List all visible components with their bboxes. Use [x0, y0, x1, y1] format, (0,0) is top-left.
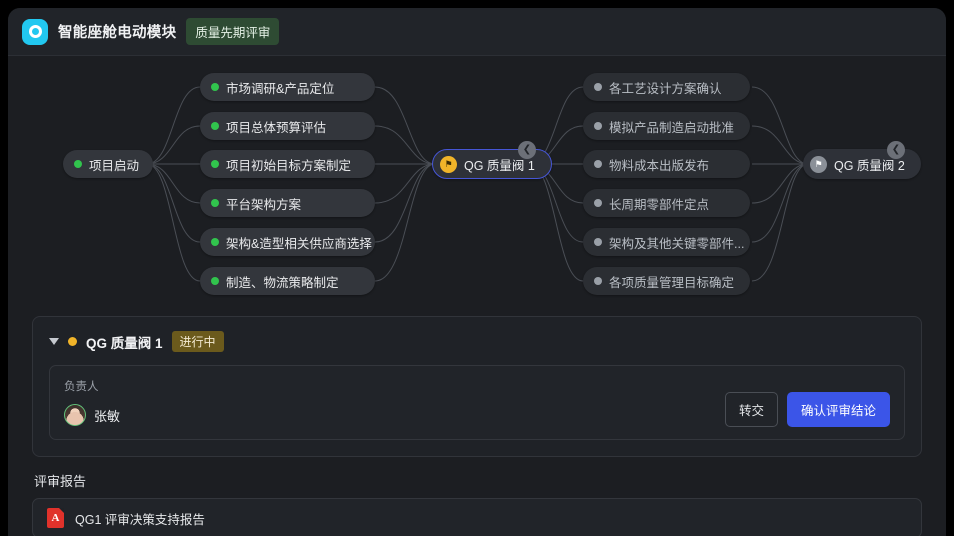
- node-label: 制造、物流策略制定: [226, 275, 339, 290]
- status-dot-done: [211, 122, 219, 130]
- owner-name: 张敏: [94, 408, 121, 424]
- status-dot-pending: [594, 83, 602, 91]
- owner-card: 负责人 张敏 转交 确认评审结论: [49, 365, 905, 440]
- mindmap-node-right-5[interactable]: 架构及其他关键零部件...: [583, 228, 750, 256]
- detail-panel: QG 质量阀 1 进行中 负责人 张敏 转交 确认评审结论 评审报告 A QG1…: [8, 306, 946, 536]
- flag-icon: ⚑: [810, 155, 827, 173]
- node-label: 各工艺设计方案确认: [609, 81, 722, 96]
- mindmap-node-root[interactable]: 项目启动: [63, 150, 154, 178]
- mindmap-node-right-3[interactable]: 物料成本出版发布: [583, 150, 750, 178]
- chevron-left-icon-gate-2[interactable]: ❮: [887, 141, 905, 159]
- node-label: 各项质量管理目标确定: [609, 275, 735, 290]
- status-dot-done: [74, 160, 82, 168]
- file-row[interactable]: A QG1 评审决策支持报告: [32, 498, 922, 536]
- app-window: 智能座舱电动模块 质量先期评审: [8, 8, 946, 536]
- app-logo-icon: [22, 18, 48, 45]
- mindmap-connectors: [146, 86, 809, 282]
- node-label: 长周期零部件定点: [609, 197, 710, 212]
- mindmap-node-left-3[interactable]: 项目初始目标方案制定: [200, 150, 375, 178]
- file-name: QG1 评审决策支持报告: [75, 512, 205, 527]
- mindmap-node-left-5[interactable]: 架构&造型相关供应商选择: [200, 228, 375, 256]
- mindmap-node-right-1[interactable]: 各工艺设计方案确认: [583, 73, 750, 101]
- avatar: [64, 404, 86, 426]
- logo-ring: [28, 25, 42, 38]
- action-buttons: 转交 确认评审结论: [724, 392, 890, 427]
- status-dot-pending: [594, 238, 602, 246]
- status-dot-pending: [594, 122, 602, 130]
- mindmap-node-left-1[interactable]: 市场调研&产品定位: [200, 73, 375, 101]
- phase-badge: 质量先期评审: [186, 18, 280, 45]
- status-dot-pending: [594, 199, 602, 207]
- node-label: 项目初始目标方案制定: [226, 158, 352, 173]
- status-badge: 进行中: [171, 331, 224, 352]
- mindmap-node-right-6[interactable]: 各项质量管理目标确定: [583, 267, 750, 295]
- transfer-button[interactable]: 转交: [724, 392, 778, 427]
- mindmap-node-right-2[interactable]: 模拟产品制造启动批准: [583, 112, 750, 140]
- status-dot-done: [211, 83, 219, 91]
- mindmap-node-left-4[interactable]: 平台架构方案: [200, 189, 375, 217]
- flag-icon: ⚑: [440, 155, 457, 173]
- status-dot-pending: [594, 160, 602, 168]
- status-dot-inprogress: [68, 337, 77, 346]
- mindmap-node-right-4[interactable]: 长周期零部件定点: [583, 189, 750, 217]
- mindmap-node-left-6[interactable]: 制造、物流策略制定: [200, 267, 375, 295]
- page-title: 智能座舱电动模块: [58, 25, 177, 41]
- node-label: 架构及其他关键零部件...: [609, 236, 745, 251]
- node-label: 物料成本出版发布: [609, 158, 710, 173]
- chevron-left-icon-gate-1[interactable]: ❮: [518, 141, 536, 159]
- gate-detail-title: QG 质量阀 1: [86, 335, 163, 351]
- gate-detail-header[interactable]: QG 质量阀 1 进行中: [49, 331, 905, 352]
- node-label: QG 质量阀 2: [834, 158, 905, 173]
- mindmap-canvas[interactable]: 项目启动 市场调研&产品定位 项目总体预算评估 项目初始目标方案制定 平台架构方…: [8, 56, 946, 306]
- owner-row: 张敏: [64, 404, 890, 426]
- status-dot-pending: [594, 277, 602, 285]
- caret-down-icon[interactable]: [49, 338, 59, 345]
- mindmap-node-left-2[interactable]: 项目总体预算评估: [200, 112, 375, 140]
- app-header: 智能座舱电动模块 质量先期评审: [8, 8, 946, 56]
- node-label: 市场调研&产品定位: [226, 81, 335, 96]
- status-dot-done: [211, 199, 219, 207]
- owner-field-label: 负责人: [64, 381, 99, 393]
- node-label: 项目总体预算评估: [226, 120, 327, 135]
- node-label: 模拟产品制造启动批准: [609, 120, 735, 135]
- status-dot-done: [211, 238, 219, 246]
- node-label: 架构&造型相关供应商选择: [226, 236, 372, 251]
- node-label: 项目启动: [89, 158, 140, 173]
- node-label: QG 质量阀 1: [464, 158, 535, 173]
- status-dot-done: [211, 277, 219, 285]
- node-label: 平台架构方案: [226, 197, 302, 212]
- status-dot-done: [211, 160, 219, 168]
- gate-detail-card: QG 质量阀 1 进行中 负责人 张敏 转交 确认评审结论: [32, 316, 922, 457]
- report-section-title: 评审报告: [34, 474, 87, 489]
- confirm-review-button[interactable]: 确认评审结论: [786, 392, 890, 427]
- pdf-icon: A: [47, 508, 64, 528]
